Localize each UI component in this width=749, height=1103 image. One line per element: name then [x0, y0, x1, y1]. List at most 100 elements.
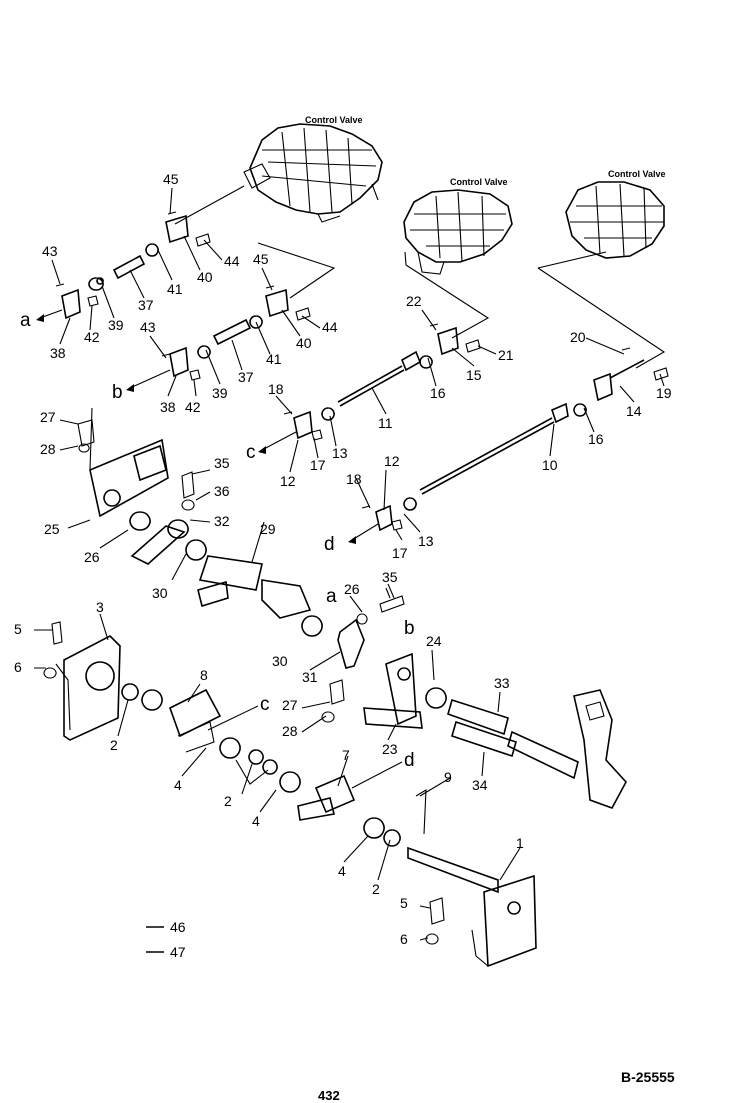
callout: 4: [174, 777, 182, 793]
linkage-lines: [89, 185, 666, 471]
callout: 10: [542, 457, 558, 473]
callout: 5: [400, 895, 408, 911]
legend: 46 47: [146, 919, 186, 960]
callout: 30: [272, 653, 288, 669]
callout: 44: [224, 253, 240, 269]
callout: 16: [588, 431, 604, 447]
bracket-23: [321, 652, 447, 729]
callout: 13: [418, 533, 434, 549]
callout: 14: [626, 403, 642, 419]
callout: 18: [268, 381, 284, 397]
drawing-code: B-25555: [621, 1069, 675, 1085]
callout: 22: [406, 293, 422, 309]
callout: 35: [382, 569, 398, 585]
control-valve-right: Control Valve: [565, 169, 666, 259]
rod-assembly-d: [348, 347, 669, 544]
callout: 43: [140, 319, 156, 335]
callout: 39: [108, 317, 124, 333]
callout: 23: [382, 741, 398, 757]
callout: 19: [656, 385, 672, 401]
rod-assembly-b: [126, 285, 311, 392]
callout: 28: [40, 441, 56, 457]
control-valve-label: Control Valve: [608, 169, 666, 179]
callout: 45: [253, 251, 269, 267]
callout: 29: [260, 521, 276, 537]
callout: 26: [84, 549, 100, 565]
callout: 21: [498, 347, 514, 363]
rod-assembly-c: [258, 323, 481, 454]
callout: 3: [96, 599, 104, 615]
connector-a-lower: a: [326, 586, 337, 607]
callout: 44: [322, 319, 338, 335]
callout: 2: [110, 737, 118, 753]
rod-assembly-a: [36, 211, 211, 322]
callout: 17: [392, 545, 408, 561]
callout: 43: [42, 243, 58, 259]
callout: 36: [214, 483, 230, 499]
callout: 20: [570, 329, 586, 345]
callout: 7: [342, 747, 350, 763]
lever-31: [337, 587, 405, 669]
callout: 45: [163, 171, 179, 187]
callout: 15: [466, 367, 482, 383]
legend-number: 47: [170, 944, 186, 960]
connector-c-lower: c: [260, 694, 270, 715]
callout: 30: [152, 585, 168, 601]
callout: 28: [282, 723, 298, 739]
callout: 2: [372, 881, 380, 897]
callout: 16: [430, 385, 446, 401]
connector-b-lower: b: [404, 618, 415, 639]
legend-number: 46: [170, 919, 186, 935]
callout: 32: [214, 513, 230, 529]
callout: 11: [378, 415, 393, 431]
shaft-assembly-center: [121, 683, 401, 847]
connector-c: c: [246, 442, 256, 463]
callout: 12: [384, 453, 400, 469]
callout: 39: [212, 385, 228, 401]
callout: 40: [197, 269, 213, 285]
callout: 2: [224, 793, 232, 809]
connector-letters: a b c d a b c d: [20, 310, 415, 789]
callout: 42: [185, 399, 201, 415]
callout: 42: [84, 329, 100, 345]
callout: 6: [14, 659, 22, 675]
control-valve-left: Control Valve: [243, 115, 383, 223]
connector-d-lower: d: [404, 750, 415, 771]
bracket-1: [407, 789, 537, 968]
callout-numbers: 45 43 44 40 41 37 39 42 38 45 44 40 41 3…: [14, 171, 672, 947]
callout: 8: [200, 667, 208, 683]
callout: 27: [40, 409, 56, 425]
control-valve-middle: Control Valve: [403, 177, 513, 275]
control-valve-label: Control Valve: [450, 177, 508, 187]
callout: 31: [302, 669, 318, 685]
lever-29-30: [129, 471, 323, 637]
connector-d: d: [324, 534, 335, 555]
lever-bracket-25: [77, 419, 169, 518]
pedal-assembly: [447, 689, 627, 809]
callout: 41: [266, 351, 282, 367]
callout: 4: [338, 863, 346, 879]
callout: 35: [214, 455, 230, 471]
callout: 4: [252, 813, 260, 829]
callout: 12: [280, 473, 296, 489]
callout: 5: [14, 621, 22, 637]
callout: 17: [310, 457, 326, 473]
callout: 38: [50, 345, 66, 361]
callout: 34: [472, 777, 488, 793]
callout: 41: [167, 281, 183, 297]
callout: 37: [138, 297, 154, 313]
connector-b: b: [112, 382, 123, 403]
callout: 33: [494, 675, 510, 691]
callout: 26: [344, 581, 360, 597]
leader-lines: [34, 187, 665, 941]
callout: 25: [44, 521, 60, 537]
callout: 13: [332, 445, 348, 461]
callout: 27: [282, 697, 298, 713]
callout: 40: [296, 335, 312, 351]
bracket-3: [43, 621, 121, 741]
callout: 1: [516, 835, 524, 851]
control-valve-label: Control Valve: [305, 115, 363, 125]
page-number: 432: [318, 1088, 340, 1103]
callout: 38: [160, 399, 176, 415]
